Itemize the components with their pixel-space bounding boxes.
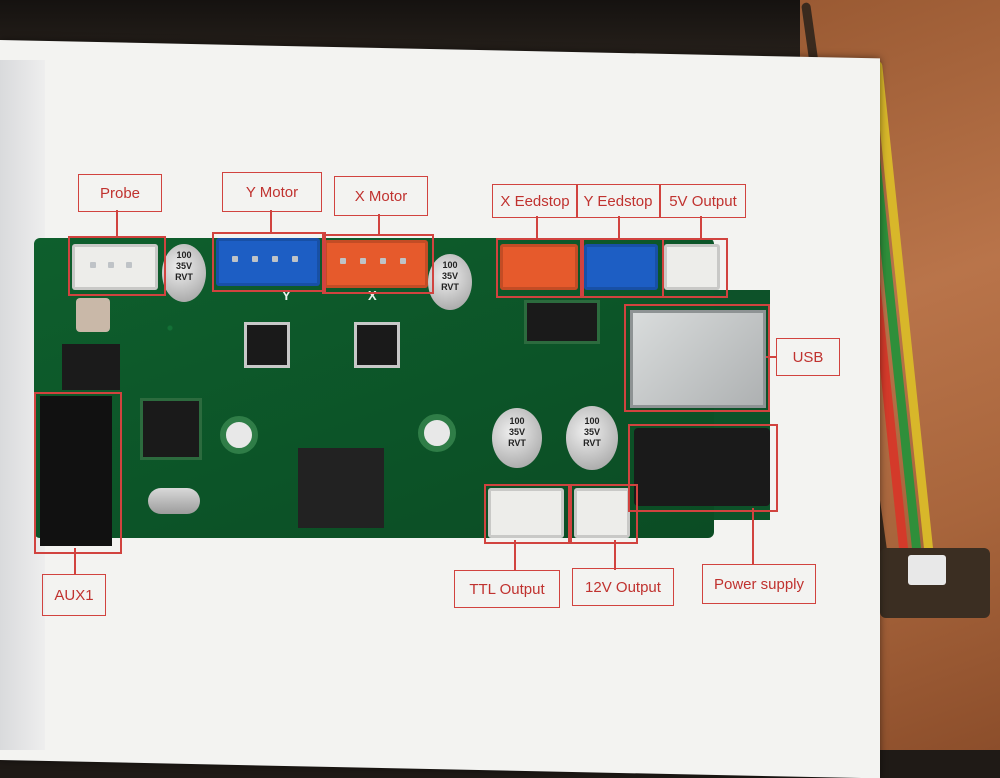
sensor-connector bbox=[908, 555, 946, 585]
ttl-output-highlight bbox=[484, 484, 570, 544]
y-driver-chip bbox=[244, 322, 290, 368]
y-motor-highlight bbox=[212, 232, 326, 292]
probe-connector bbox=[72, 244, 158, 290]
usb-leader bbox=[766, 356, 776, 358]
pin bbox=[126, 262, 132, 268]
power-highlight bbox=[628, 424, 778, 512]
12v-output-leader bbox=[614, 540, 616, 570]
12v-output-highlight bbox=[570, 484, 638, 544]
crystal-oscillator bbox=[148, 488, 200, 514]
pin bbox=[90, 262, 96, 268]
pin bbox=[272, 256, 278, 262]
pin bbox=[232, 256, 238, 262]
aux1-leader bbox=[74, 548, 76, 574]
y-motor-connector bbox=[216, 238, 320, 286]
x-motor-leader bbox=[378, 214, 380, 236]
x-endstop-highlight bbox=[496, 238, 584, 298]
5v-output-leader bbox=[700, 216, 702, 240]
12v-output-connector bbox=[574, 488, 630, 538]
mounting-hole bbox=[220, 416, 258, 454]
pin bbox=[340, 258, 346, 264]
power-jack bbox=[634, 428, 770, 506]
usb-highlight bbox=[624, 304, 770, 412]
probe-label: Probe bbox=[78, 174, 162, 212]
power-supply-label: Power supply bbox=[702, 564, 816, 604]
y-motor-leader bbox=[270, 210, 272, 234]
y-endstop-leader bbox=[618, 216, 620, 240]
capacitor: 100 35V RVT bbox=[566, 406, 618, 470]
x-driver-chip bbox=[354, 322, 400, 368]
voltage-regulator bbox=[298, 448, 384, 528]
capacitor: 100 35V RVT bbox=[428, 254, 472, 310]
silk-x: X bbox=[368, 288, 377, 303]
ttl-output-leader bbox=[514, 540, 516, 570]
probe-leader bbox=[116, 210, 118, 238]
reset-button bbox=[76, 298, 110, 332]
5v-output-connector bbox=[664, 244, 720, 290]
y-endstop-label: Y Eedstop bbox=[576, 184, 660, 218]
aux1-header bbox=[40, 396, 112, 546]
x-endstop-connector bbox=[500, 244, 578, 290]
5v-output-label: 5V Output bbox=[660, 184, 746, 218]
usb-label: USB bbox=[776, 338, 840, 376]
pin bbox=[108, 262, 114, 268]
pin-header bbox=[62, 344, 120, 390]
capacitor: 100 35V RVT bbox=[492, 408, 542, 468]
usb-port bbox=[630, 310, 766, 408]
pin bbox=[400, 258, 406, 264]
capacitor: 100 35V RVT bbox=[162, 244, 206, 302]
silk-y: Y bbox=[282, 288, 291, 303]
microcontroller-chip bbox=[140, 398, 202, 460]
y-motor-label: Y Motor bbox=[222, 172, 322, 212]
5v-output-highlight bbox=[662, 238, 728, 298]
ttl-output-connector bbox=[488, 488, 564, 538]
mounting-hole bbox=[418, 414, 456, 452]
pin bbox=[380, 258, 386, 264]
12v-output-label: 12V Output bbox=[572, 568, 674, 606]
power-leader bbox=[752, 508, 754, 564]
x-motor-label: X Motor bbox=[334, 176, 428, 216]
x-endstop-leader bbox=[536, 216, 538, 240]
y-endstop-highlight bbox=[580, 238, 664, 298]
aux1-label: AUX1 bbox=[42, 574, 106, 616]
y-endstop-connector bbox=[584, 244, 658, 290]
x-motor-connector bbox=[324, 240, 428, 288]
usb-serial-chip bbox=[524, 300, 600, 344]
pin bbox=[252, 256, 258, 262]
ttl-output-label: TTL Output bbox=[454, 570, 560, 608]
x-endstop-label: X Eedstop bbox=[492, 184, 578, 218]
aux1-highlight bbox=[34, 392, 122, 554]
x-motor-highlight bbox=[322, 234, 434, 294]
pin bbox=[360, 258, 366, 264]
pin bbox=[292, 256, 298, 262]
probe-highlight bbox=[68, 236, 166, 296]
